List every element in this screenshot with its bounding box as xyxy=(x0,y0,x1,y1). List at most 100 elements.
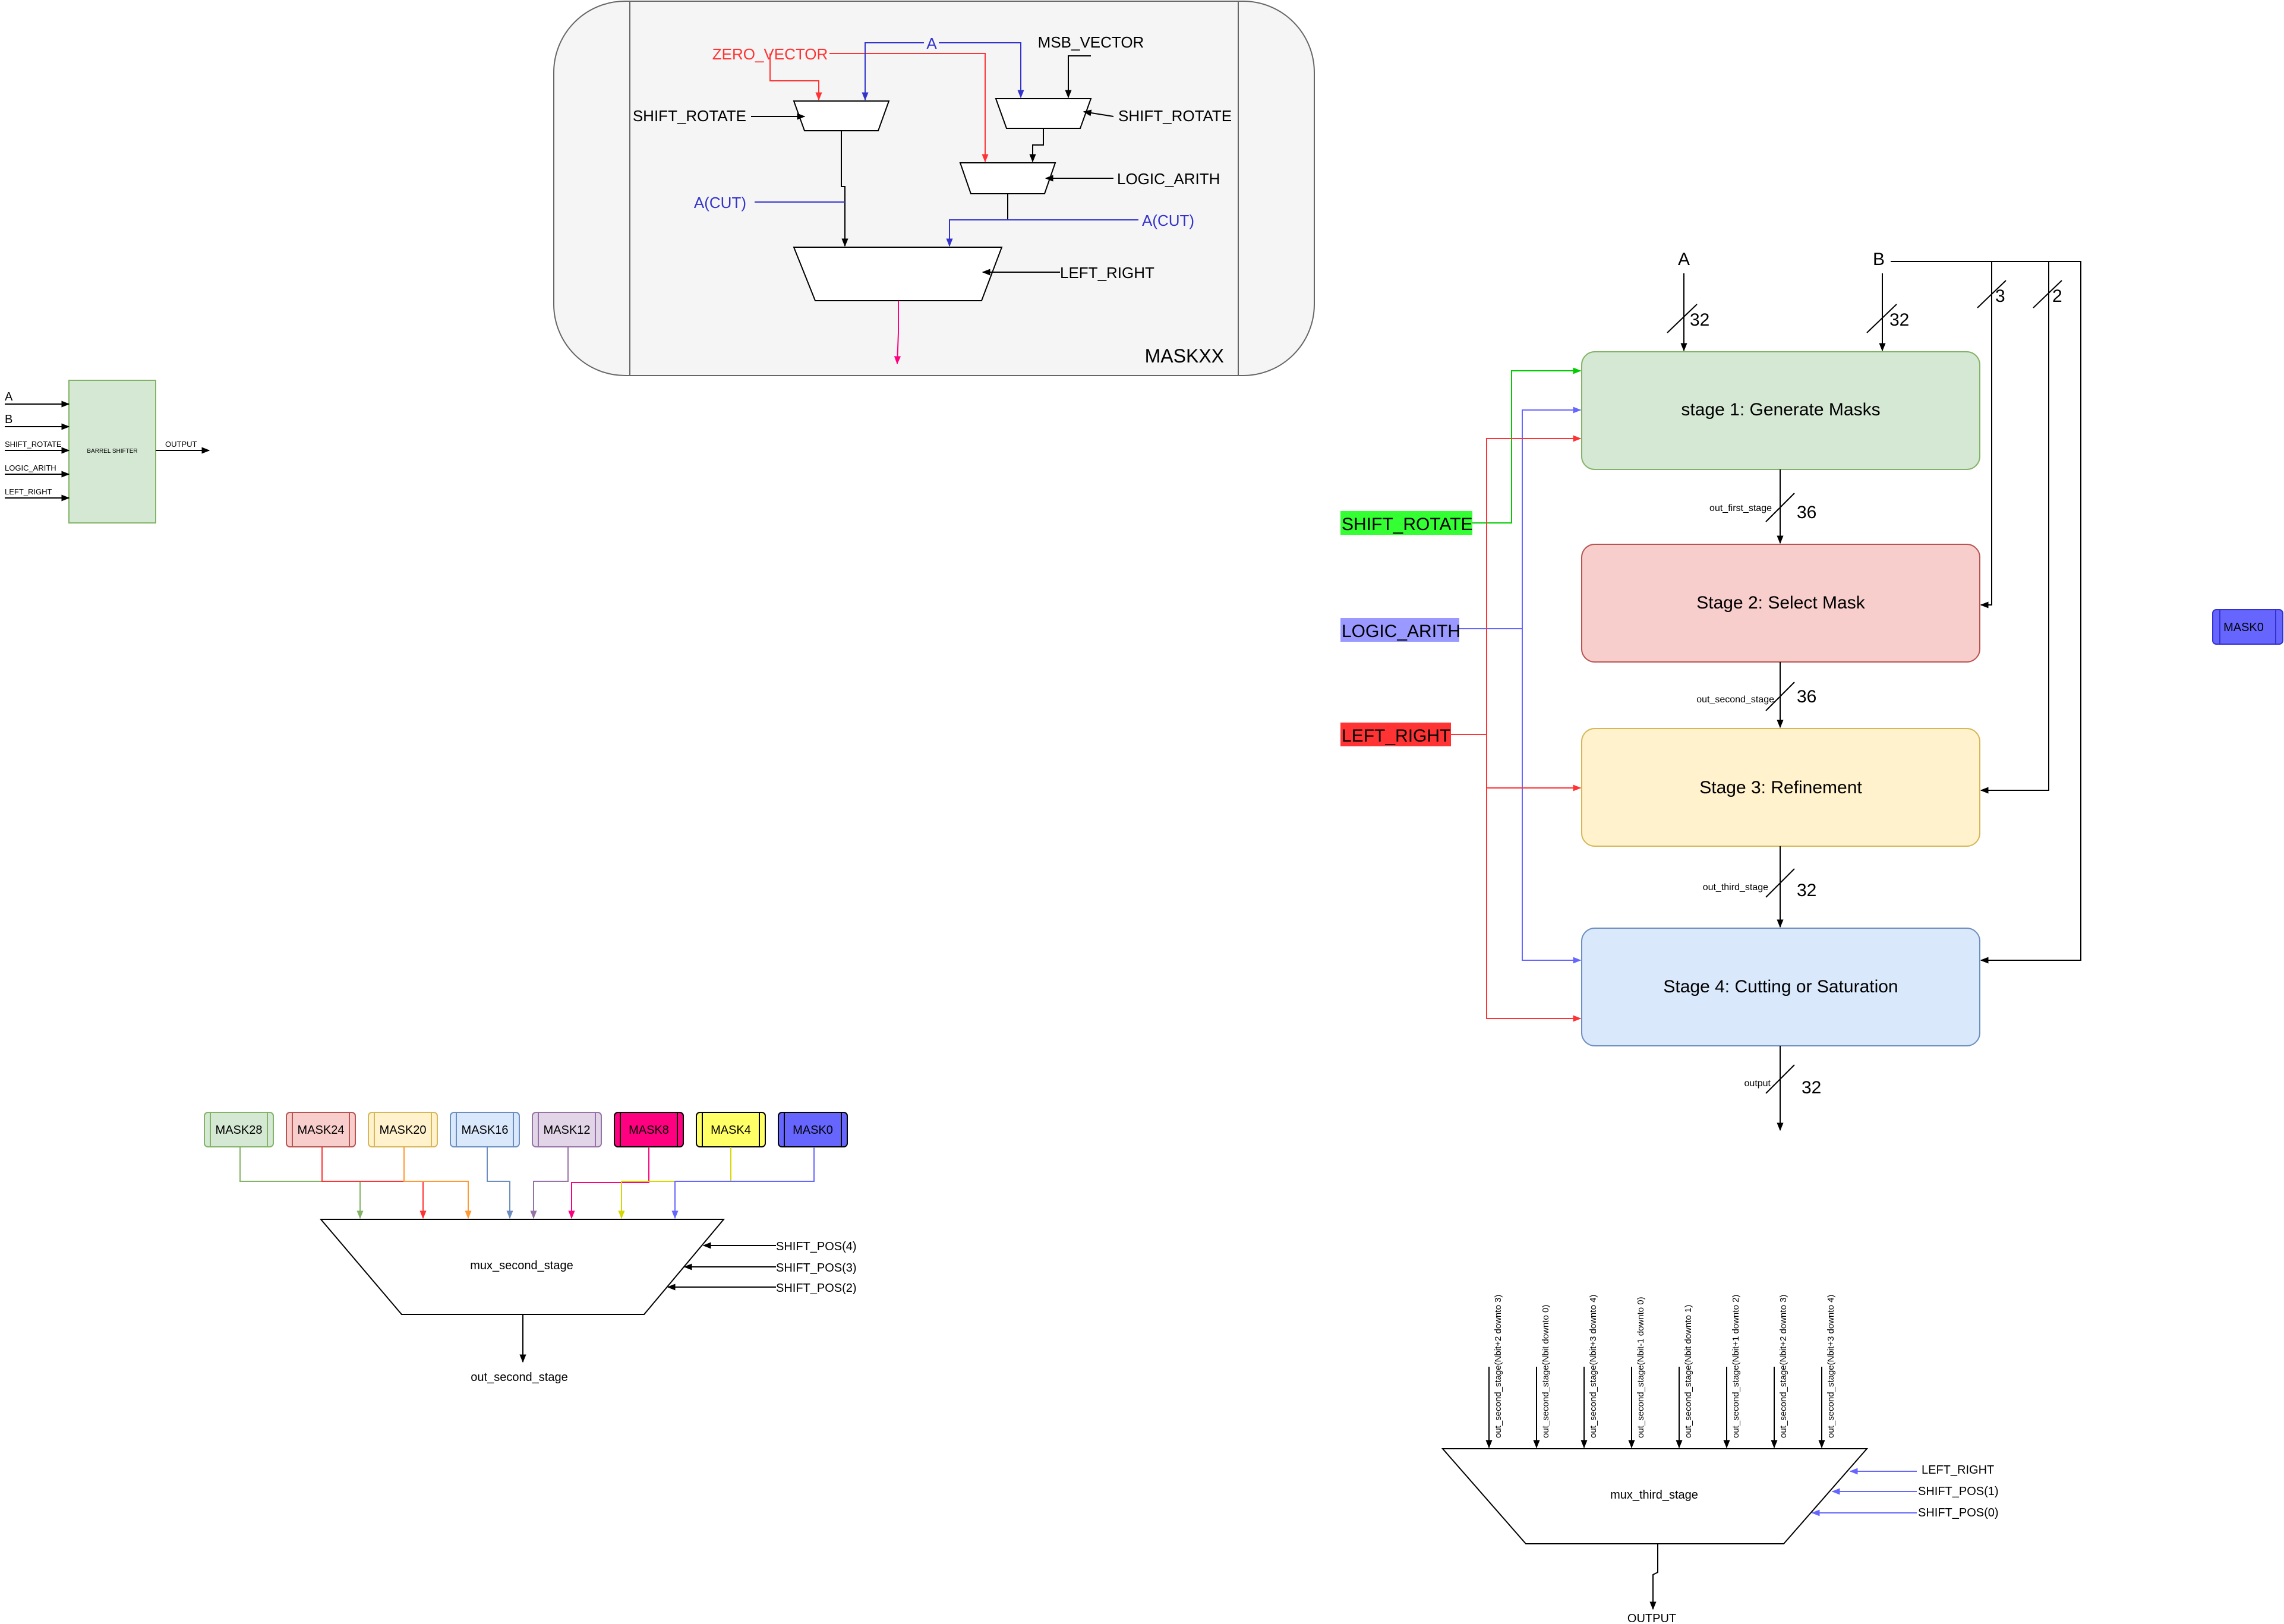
wire-b-to-stage4 xyxy=(1891,261,2081,964)
shift-rotate-right-label: SHIFT_ROTATE xyxy=(1118,107,1232,125)
link3-label: out_third_stage xyxy=(1703,882,1768,893)
mask-wire xyxy=(671,1147,815,1219)
wire-shift-rotate-right xyxy=(1083,109,1114,117)
barrel-output-label: OUTPUT xyxy=(165,440,197,449)
wire-logic-arith-stage4 xyxy=(1522,629,1582,964)
link1-label: out_first_stage xyxy=(1709,503,1772,513)
barrel-input-a: A xyxy=(5,390,13,403)
wire-shift-rotate-stage1 xyxy=(1472,367,1582,524)
link1-slash xyxy=(1765,493,1795,522)
wire-b-to-stage3 xyxy=(1980,261,2049,794)
mask-tag-label: MASK24 xyxy=(298,1124,345,1137)
mask-tag-box xyxy=(286,1112,356,1147)
mask-wire xyxy=(403,1147,472,1219)
mux3-input-label: out_second_stage(Nbit downto 0) xyxy=(1541,1305,1551,1438)
mux-shift-rotate-right xyxy=(995,98,1092,129)
mask-tag-label: MASK8 xyxy=(629,1124,669,1137)
a-label: A xyxy=(926,34,937,52)
pipeline: stage 1: Generate Masks Stage 2: Select … xyxy=(1340,250,2081,1131)
wire-a-to-left-mux xyxy=(862,42,924,101)
wire-left-right-stage1 xyxy=(1451,435,1582,735)
width-2: 2 xyxy=(2052,286,2062,306)
wire-logic-arith-stage1 xyxy=(1459,406,1582,629)
mux3-inputs: out_second_stage(Nbit+2 downto 3) out_sec… xyxy=(1485,1295,1836,1449)
width-b: 32 xyxy=(1889,310,1909,330)
width-a: 32 xyxy=(1690,310,1709,330)
wire-zero-vector-to-left-mux xyxy=(769,53,822,101)
pipeline-input-b: B xyxy=(1873,250,1885,269)
mux2-select-2: SHIFT_POS(2) xyxy=(776,1282,857,1295)
acut-left-label: A(CUT) xyxy=(694,194,746,212)
msb-vector-label: MSB_VECTOR xyxy=(1038,33,1144,51)
left-right-label: LEFT_RIGHT xyxy=(1060,264,1154,282)
mux3-select-lr: LEFT_RIGHT xyxy=(1922,1464,1994,1477)
link3-slash xyxy=(1765,868,1795,898)
output-label: output xyxy=(1744,1079,1771,1089)
wire-left-mux-to-lr xyxy=(841,131,848,247)
output-slash xyxy=(1765,1064,1795,1094)
mask0-side-tag: MASK0 xyxy=(2212,609,2283,645)
ctrl-shift-rotate-bg xyxy=(1340,511,1472,535)
bus-slash-2 xyxy=(2033,280,2062,308)
ctrl-shift-rotate: SHIFT_ROTATE xyxy=(1342,515,1473,534)
barrel-input-b: B xyxy=(5,413,12,426)
wire-zero-vector-to-logic-mux xyxy=(829,53,989,163)
mux3-body xyxy=(1441,1448,1869,1544)
mask-wire xyxy=(321,1147,427,1219)
logic-arith-label: LOGIC_ARITH xyxy=(1117,170,1220,188)
barrel-shifter-label: BARREL SHIFTER xyxy=(87,448,137,455)
barrel-input-left-right: LEFT_RIGHT xyxy=(5,487,52,496)
wire-left-right-stage3 xyxy=(1486,734,1582,791)
mask-tag-label: MASK28 xyxy=(216,1124,263,1137)
maskxx-panel-frame xyxy=(553,1,1315,376)
ctrl-left-right-bg xyxy=(1340,723,1451,746)
barrel-shifter-box xyxy=(68,380,156,524)
mask-tag-box xyxy=(450,1112,520,1147)
bus-slash-b xyxy=(1866,304,1897,333)
mux2-select-4: SHIFT_POS(4) xyxy=(776,1240,857,1253)
ctrl-logic-arith: LOGIC_ARITH xyxy=(1342,622,1460,641)
mux-third-stage: out_second_stage(Nbit+2 downto 3) out_sec… xyxy=(1441,1295,1999,1624)
maskxx-panel: ZERO_VECTOR A MSB_VECTOR SHIFT_ROTATE SH… xyxy=(553,1,1315,376)
mux3-input-label: out_second_stage(Nbit downto 1) xyxy=(1683,1305,1693,1438)
mux3-output: OUTPUT xyxy=(1627,1612,1676,1624)
mux3-select-0: SHIFT_POS(0) xyxy=(1918,1506,1999,1519)
mask-tag-box xyxy=(532,1112,602,1147)
mux-shift-rotate-left xyxy=(793,100,890,131)
mux3-select-1: SHIFT_POS(1) xyxy=(1918,1485,1999,1498)
wire-a-to-right-mux xyxy=(939,42,1024,99)
link3-width: 32 xyxy=(1797,881,1816,900)
mux3-input-label: out_second_stage(Nbit+2 downto 3) xyxy=(1778,1295,1788,1438)
stage2-label: Stage 2: Select Mask xyxy=(1696,593,1865,613)
mux2-select-3: SHIFT_POS(3) xyxy=(776,1262,857,1275)
stage1-label: stage 1: Generate Masks xyxy=(1681,400,1880,420)
wire-right-mux-to-logic xyxy=(1029,128,1044,163)
bus-slash-3 xyxy=(1977,280,2007,308)
link2-label: out_second_stage xyxy=(1696,695,1774,705)
mask-wire xyxy=(487,1147,513,1219)
barrel-shifter-block: BARREL SHIFTER A B SHIFT_ROTATE LOGIC_AR… xyxy=(5,380,210,524)
mask-wire xyxy=(568,1147,649,1219)
maskxx-title: MASKXX xyxy=(1145,345,1224,367)
bus-slash-a xyxy=(1667,304,1698,333)
barrel-input-logic-arith: LOGIC_ARITH xyxy=(5,463,56,472)
wire-acut-right xyxy=(946,219,1138,247)
mask0-side-label: MASK0 xyxy=(2223,621,2264,634)
mask-tag-label: MASK20 xyxy=(380,1124,427,1137)
wire-left-right-stage4 xyxy=(1486,788,1582,1022)
mask-wire xyxy=(530,1147,569,1219)
mux3-input-label: out_second_stage(Nbit-1 downto 0) xyxy=(1636,1297,1646,1438)
mux2-label: mux_second_stage xyxy=(470,1259,573,1272)
ctrl-logic-arith-bg xyxy=(1340,618,1459,642)
stage3-label: Stage 3: Refinement xyxy=(1699,778,1862,797)
mux3-label: mux_third_stage xyxy=(1610,1489,1698,1502)
mask-tag-label: MASK16 xyxy=(462,1124,509,1137)
mux3-input-label: out_second_stage(Nbit+1 downto 2) xyxy=(1731,1295,1741,1438)
shift-rotate-left-label: SHIFT_ROTATE xyxy=(633,107,746,125)
mask-tag-label: MASK0 xyxy=(793,1124,833,1137)
mask-tag-box xyxy=(778,1112,848,1147)
mux2-body xyxy=(319,1219,725,1315)
acut-right-label: A(CUT) xyxy=(1142,212,1194,229)
